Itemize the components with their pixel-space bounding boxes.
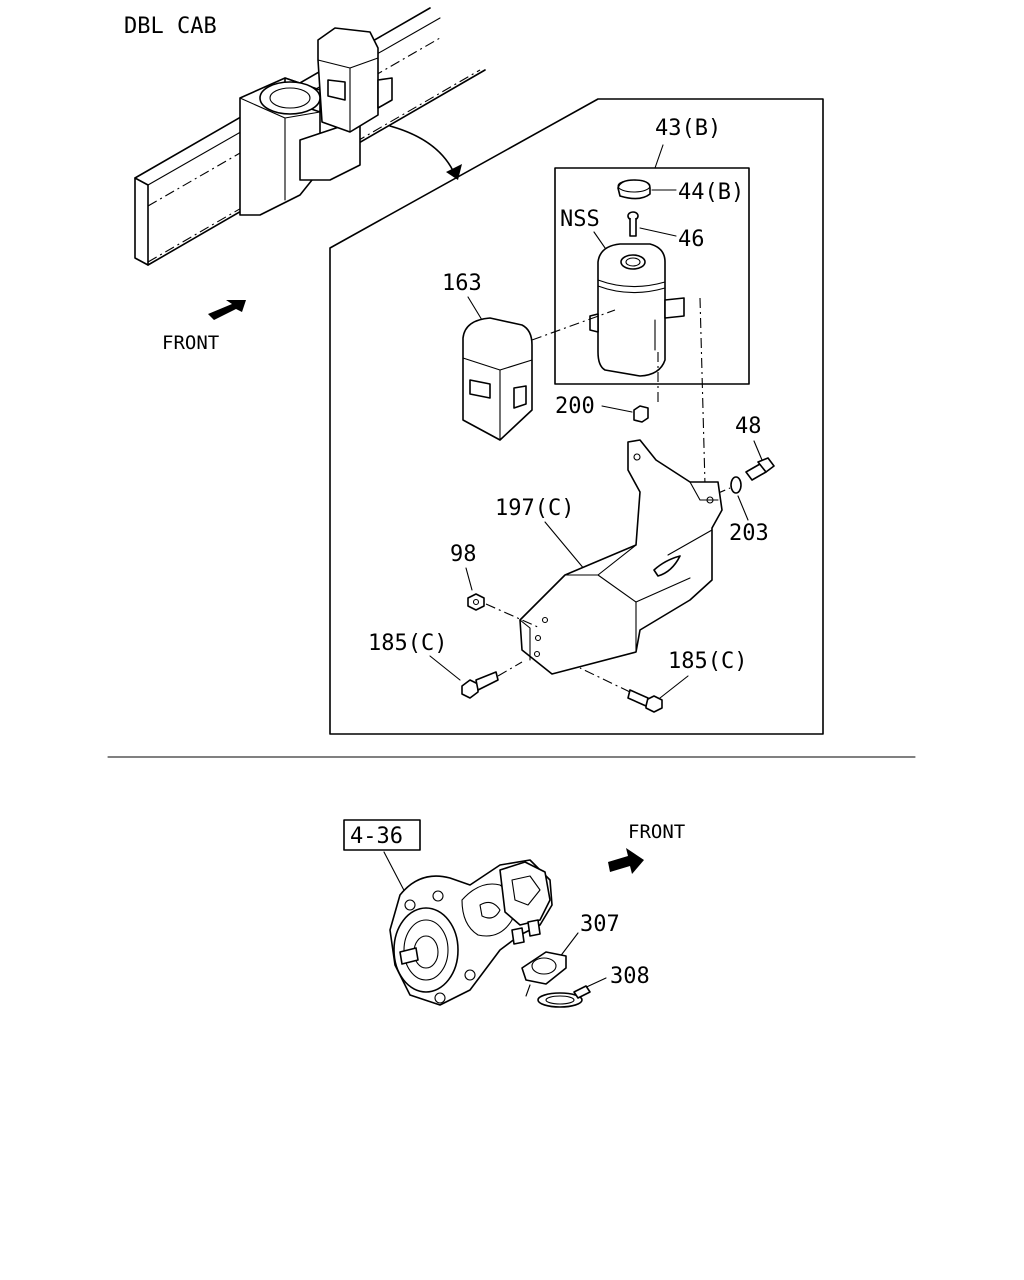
reference-label: 4-36: [350, 824, 403, 849]
part-label-nss: NSS: [560, 207, 600, 232]
part-label-185-left: 185(C): [368, 631, 447, 656]
front-arrow-top-icon: [208, 300, 246, 320]
front-label-top: FRONT: [162, 332, 219, 354]
cap-part-44: [617, 179, 651, 200]
fitting-part-307: [521, 951, 567, 997]
part-label-185-right: 185(C): [668, 649, 747, 674]
nut-part-200: [633, 405, 649, 423]
part-label-203: 203: [729, 521, 769, 546]
part-label-46: 46: [678, 227, 705, 252]
bracket-part-197: [519, 439, 723, 675]
reservoir-subassembly-frame: [554, 167, 750, 385]
front-arrow-bottom-icon: [608, 848, 644, 874]
clamp-part-308: [537, 985, 591, 1008]
part-label-308: 308: [610, 964, 650, 989]
part-label-43: 43(B): [655, 116, 721, 141]
detail-frame: [329, 98, 824, 735]
reference-box: [343, 819, 421, 851]
front-label-bottom: FRONT: [628, 821, 685, 843]
bolt-part-46: [627, 211, 639, 237]
bolt-part-48: [745, 457, 775, 481]
part-label-44: 44(B): [678, 180, 744, 205]
bolt-part-185-right: [627, 689, 663, 713]
part-label-307: 307: [580, 912, 620, 937]
part-label-197: 197(C): [495, 496, 574, 521]
reservoir-tank: [589, 243, 685, 377]
nut-part-98: [467, 593, 485, 611]
power-steering-pump: [389, 859, 553, 1006]
part-label-98: 98: [450, 542, 477, 567]
part-label-200: 200: [555, 394, 595, 419]
bolt-part-185-left: [461, 671, 499, 699]
washer-part-203: [730, 476, 742, 494]
part-label-163: 163: [442, 271, 482, 296]
part-label-48: 48: [735, 414, 762, 439]
boot-part-163: [462, 317, 533, 441]
diagram-title: DBL CAB: [124, 14, 217, 39]
overview-illustration: [134, 7, 486, 266]
